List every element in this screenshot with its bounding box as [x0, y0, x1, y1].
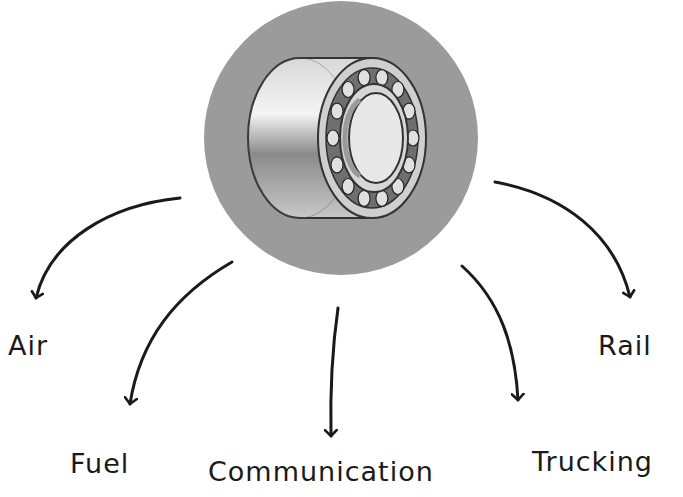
category-label: Rail: [598, 330, 652, 362]
bearing-ball: [331, 157, 343, 173]
bearing-ball: [358, 70, 370, 86]
arrow: [462, 266, 518, 400]
category-label: Fuel: [70, 448, 129, 480]
bearing-ball: [358, 190, 370, 206]
bearing-ball: [376, 190, 388, 206]
arrow: [130, 262, 232, 404]
background-circle: [204, 1, 478, 275]
bearing-ball: [376, 70, 388, 86]
arrow: [331, 308, 338, 436]
category-label: Trucking: [532, 446, 653, 478]
bearing-ball: [331, 103, 343, 119]
arrow: [495, 182, 630, 297]
arrow: [36, 198, 180, 298]
category-label: Air: [8, 330, 48, 362]
ball-bearing: [248, 58, 426, 218]
arrows: [36, 182, 630, 436]
bearing-ball: [327, 130, 339, 146]
category-label: Communication: [208, 456, 434, 488]
